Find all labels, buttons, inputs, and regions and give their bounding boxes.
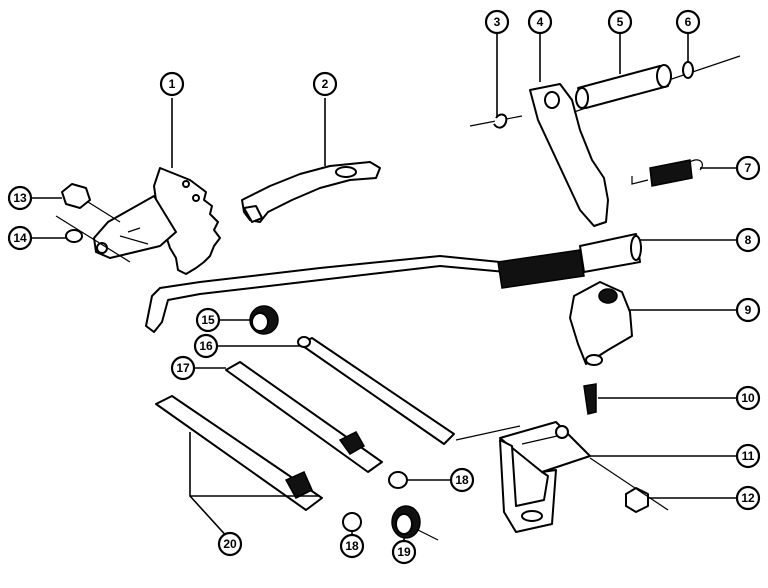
callout-20: 20 [217,531,243,557]
callout-6: 6 [675,9,701,35]
callout-11: 11 [735,443,761,469]
callout-13: 13 [7,185,33,211]
svg-text:9: 9 [745,303,752,317]
callout-4: 4 [527,9,553,35]
part-9-block [569,281,633,366]
svg-text:10: 10 [741,391,755,405]
part-7-spring [631,159,703,187]
svg-text:12: 12 [741,491,755,505]
callout-19: 19 [391,539,417,565]
callout-15: 15 [195,307,221,333]
svg-text:4: 4 [537,15,544,29]
svg-text:16: 16 [199,339,213,353]
part-3-clip [469,113,523,129]
callout-2: 2 [312,71,338,97]
callout-10: 10 [735,385,761,411]
callout-16: 16 [193,333,219,359]
part-1-quadrant-plate [93,167,221,275]
svg-text:5: 5 [617,15,624,29]
svg-text:15: 15 [201,313,215,327]
part-12-nut [589,457,669,513]
part-16-shaft [297,336,455,445]
part-10-screw [583,383,597,415]
svg-text:20: 20 [223,537,237,551]
callout-18-upper: 18 [449,467,475,493]
part-11-bracket [455,421,591,533]
svg-text:18: 18 [455,473,469,487]
svg-text:7: 7 [745,161,752,175]
svg-text:17: 17 [176,361,190,375]
part-15-bushing [249,305,279,335]
part-17-shaft [225,361,383,473]
svg-text:14: 14 [13,231,27,245]
callout-17: 17 [170,355,196,381]
svg-text:2: 2 [322,77,329,91]
part-18-ring-lower [342,512,362,532]
part-6-washer [682,61,694,79]
part-18-ring-upper [388,471,408,489]
svg-text:11: 11 [742,449,755,463]
part-14-washer [55,215,131,263]
callout-14: 14 [7,225,33,251]
svg-text:19: 19 [397,545,411,559]
callout-8: 8 [735,227,761,253]
svg-text:1: 1 [169,77,176,91]
part-13-nut [61,183,121,223]
part-2-arm-link [241,161,381,223]
svg-text:13: 13 [13,191,27,205]
svg-text:8: 8 [745,233,752,247]
part-20-shaft [155,395,323,511]
callout-12: 12 [735,485,761,511]
callout-7: 7 [735,155,761,181]
callout-5: 5 [607,9,633,35]
svg-text:6: 6 [685,15,692,29]
callout-3: 3 [484,9,510,35]
part-8-rod [145,233,642,333]
part-5-pin-sleeve [575,64,672,109]
callout-18-lower: 18 [339,533,365,559]
part-19-bushing [391,505,439,541]
leader-lines [30,34,748,541]
callout-1: 1 [159,71,185,97]
svg-text:18: 18 [345,539,359,553]
svg-text:3: 3 [494,15,501,29]
callout-9: 9 [735,297,761,323]
